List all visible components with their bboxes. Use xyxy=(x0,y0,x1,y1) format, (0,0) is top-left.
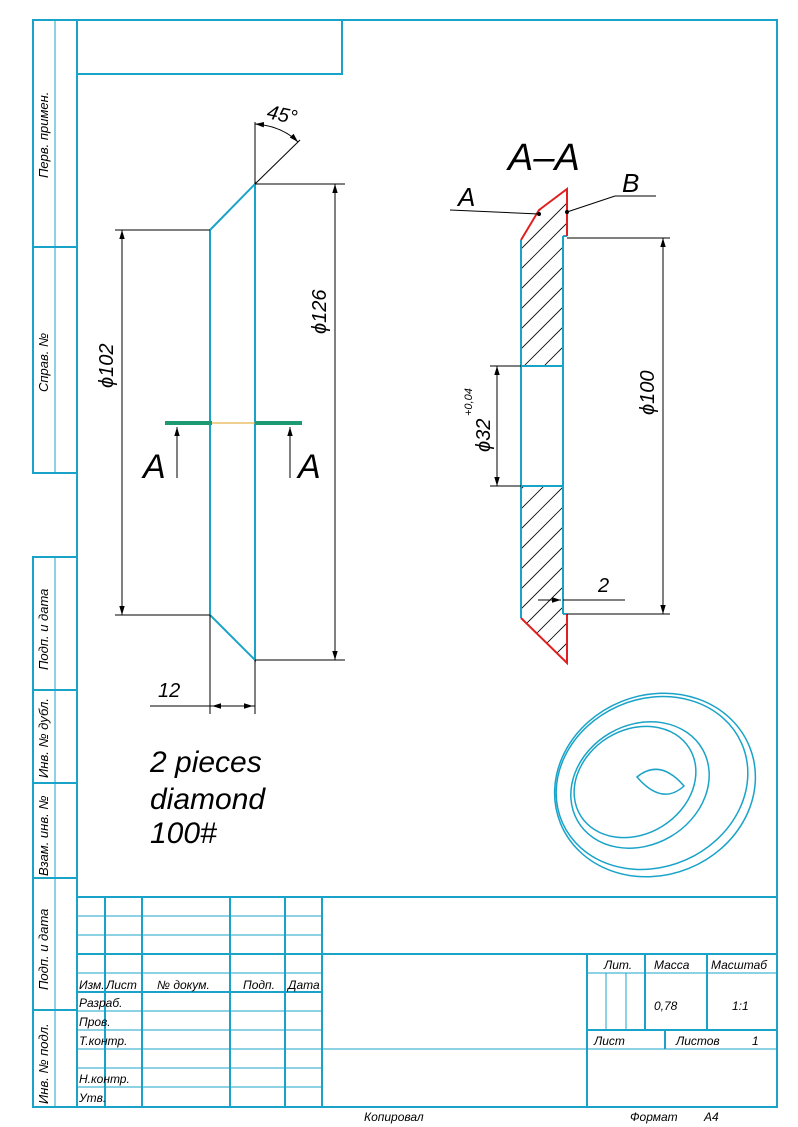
side-label-sprav-no: Справ. № xyxy=(36,333,51,392)
dia102-label: ϕ102 xyxy=(96,344,118,389)
title-block-grid xyxy=(77,896,777,1107)
tb-row-prov: Пров. xyxy=(79,1015,111,1029)
callout-b-label: B xyxy=(622,168,639,198)
top-left-box xyxy=(76,19,343,75)
section-marker-right: A xyxy=(296,448,321,486)
tb-massa: Масса xyxy=(654,958,690,972)
side-label-inv-no-dubl: Инв. № дубл. xyxy=(36,698,51,778)
tb-lit: Лит. xyxy=(603,958,632,972)
callout-a-dot xyxy=(537,212,541,216)
tb-row-utv: Утв. xyxy=(78,1091,106,1105)
section-part-outline xyxy=(520,235,567,618)
section-red-edges xyxy=(520,187,568,666)
tb-row-tkontr: Т.контр. xyxy=(79,1034,127,1048)
bore-label: ϕ32 xyxy=(473,419,495,452)
callout-a-leader xyxy=(449,209,540,215)
tb-list-label: Лист xyxy=(593,1034,625,1048)
tb-massa-value: 0,78 xyxy=(654,999,678,1013)
drawing-border xyxy=(76,19,778,1108)
tb-masshtab: Масштаб xyxy=(711,958,768,972)
side-label-inv-no-podl: Инв. № подл. xyxy=(36,1023,51,1104)
tb-row-nkontr: Н.контр. xyxy=(79,1072,130,1086)
footer-format-label: Формат xyxy=(630,1110,678,1124)
angle-label: 45° xyxy=(265,101,299,129)
side-label-vzam-inv-no: Взам. инв. № xyxy=(36,796,51,876)
tb-col-list: Лист xyxy=(105,978,137,992)
side-label-podp-i-data-2: Подп. и дата xyxy=(36,909,51,990)
tb-col-podp: Подп. xyxy=(243,978,275,992)
left-margin-strip-bottom xyxy=(32,556,78,1108)
width-label: 12 xyxy=(158,680,180,702)
tb-col-izm: Изм. xyxy=(79,978,105,992)
callout-a-label: A xyxy=(456,182,475,212)
offset-label: 2 xyxy=(597,575,609,597)
footer-kopiroval: Копировал xyxy=(364,1110,424,1124)
section-title: A–A xyxy=(506,137,580,179)
left-margin-strip-top xyxy=(32,19,78,474)
side-label-perv-primen: Перв. примен. xyxy=(36,92,51,178)
dia100-label: ϕ100 xyxy=(637,371,659,416)
note-line-3: 100# xyxy=(150,817,217,850)
tb-listov-label: Листов xyxy=(675,1034,720,1048)
tb-scale-value: 1:1 xyxy=(732,999,749,1013)
callout-b-dot xyxy=(565,210,569,214)
tb-col-no-dokum: № докум. xyxy=(157,978,210,992)
note-line-1: 2 pieces xyxy=(149,746,262,779)
front-view-part xyxy=(209,181,256,663)
tb-col-data: Дата xyxy=(286,978,320,992)
tb-row-razrab: Разраб. xyxy=(79,996,122,1010)
tb-listov-value: 1 xyxy=(752,1034,759,1048)
side-label-podp-i-data-1: Подп. и дата xyxy=(36,589,51,670)
dia126-label: ϕ126 xyxy=(309,289,331,334)
angle-arc xyxy=(254,121,299,143)
bore-tolerance: +0,04 xyxy=(463,388,475,416)
callout-b-leader xyxy=(566,195,616,213)
section-marker-left: A xyxy=(141,448,166,486)
note-line-2: diamond xyxy=(150,783,266,816)
footer-format-value: A4 xyxy=(703,1110,719,1124)
angle-extension-line-2 xyxy=(254,139,301,185)
isometric-sketch xyxy=(553,692,757,878)
